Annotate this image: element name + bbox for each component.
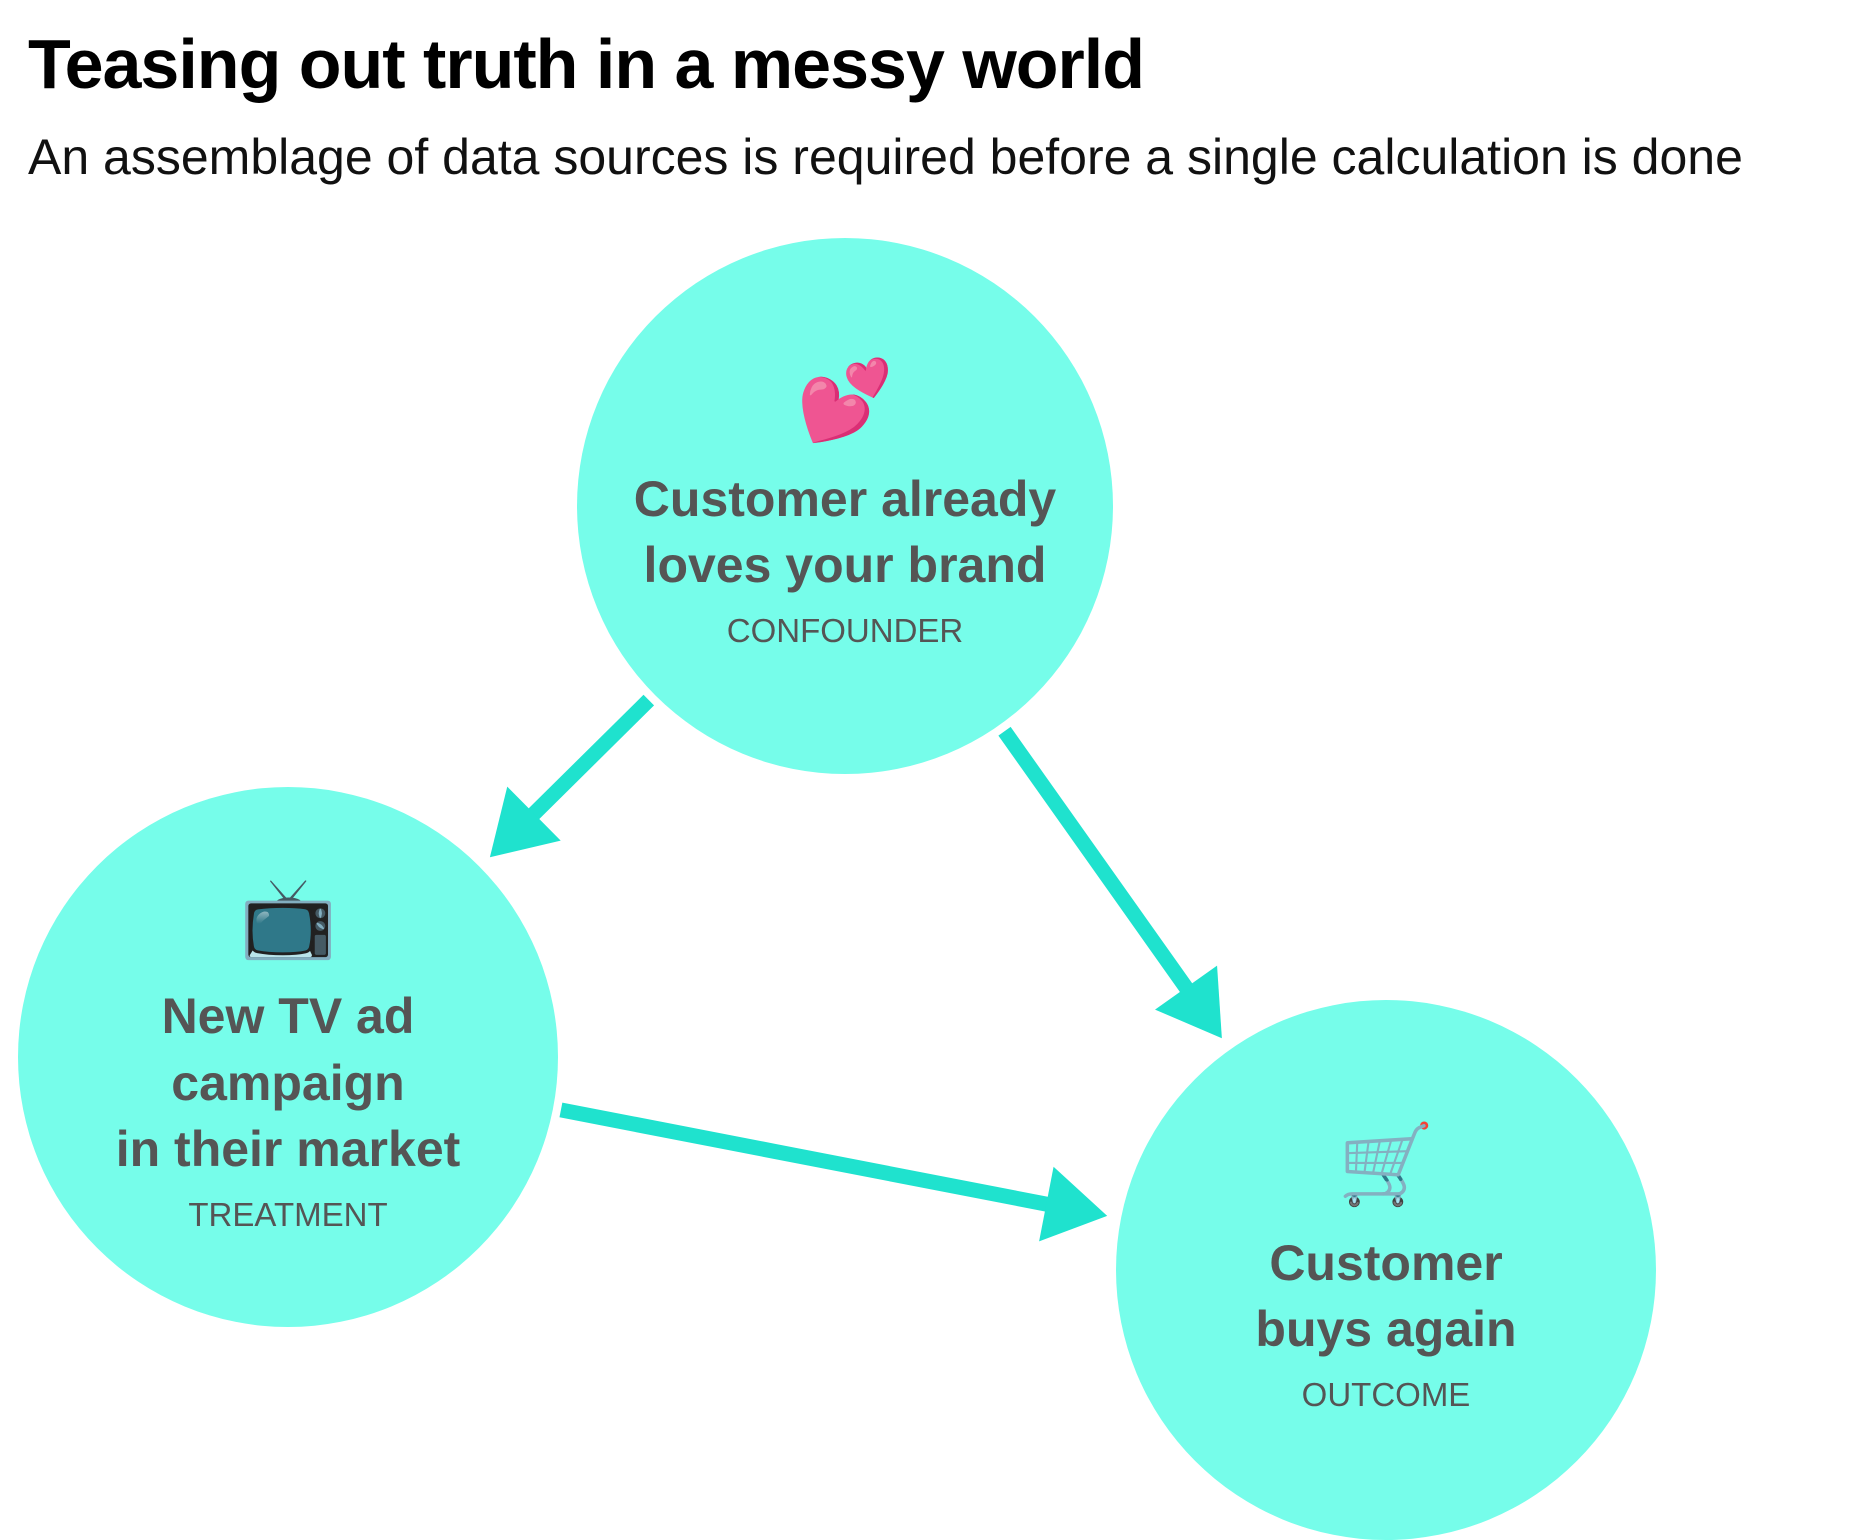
- arrowhead-confounder-to-outcome: [1155, 965, 1222, 1039]
- edge-treatment-to-outcome: [559, 1102, 1052, 1213]
- node-confounder: 💕 Customer already loves your brand CONF…: [577, 238, 1113, 774]
- node-treatment-label: New TV ad campaign in their market: [115, 988, 461, 1178]
- node-treatment-role: TREATMENT: [188, 1195, 388, 1233]
- diagram-title: Teasing out truth in a messy world: [28, 25, 1145, 103]
- node-confounder-role: CONFOUNDER: [726, 611, 964, 649]
- shopping-cart-icon: 🛒: [1337, 1119, 1435, 1210]
- node-outcome-role: OUTCOME: [1301, 1375, 1471, 1413]
- node-outcome: 🛒 Customer buys again OUTCOME: [1116, 1000, 1656, 1540]
- node-outcome-label: Customer buys again: [1255, 1234, 1517, 1358]
- edge-confounder-to-treatment: [525, 694, 655, 822]
- arrowhead-confounder-to-treatment: [489, 786, 561, 858]
- television-icon: 📺: [239, 873, 337, 964]
- arrowhead-treatment-to-outcome: [1039, 1166, 1108, 1242]
- diagram-subtitle: An assemblage of data sources is require…: [28, 129, 1743, 185]
- edge-confounder-to-outcome: [998, 726, 1195, 996]
- two-hearts-icon: 💕: [796, 355, 894, 446]
- node-confounder-label: Customer already loves your brand: [633, 470, 1057, 594]
- node-treatment: 📺 New TV ad campaign in their market TRE…: [18, 787, 558, 1327]
